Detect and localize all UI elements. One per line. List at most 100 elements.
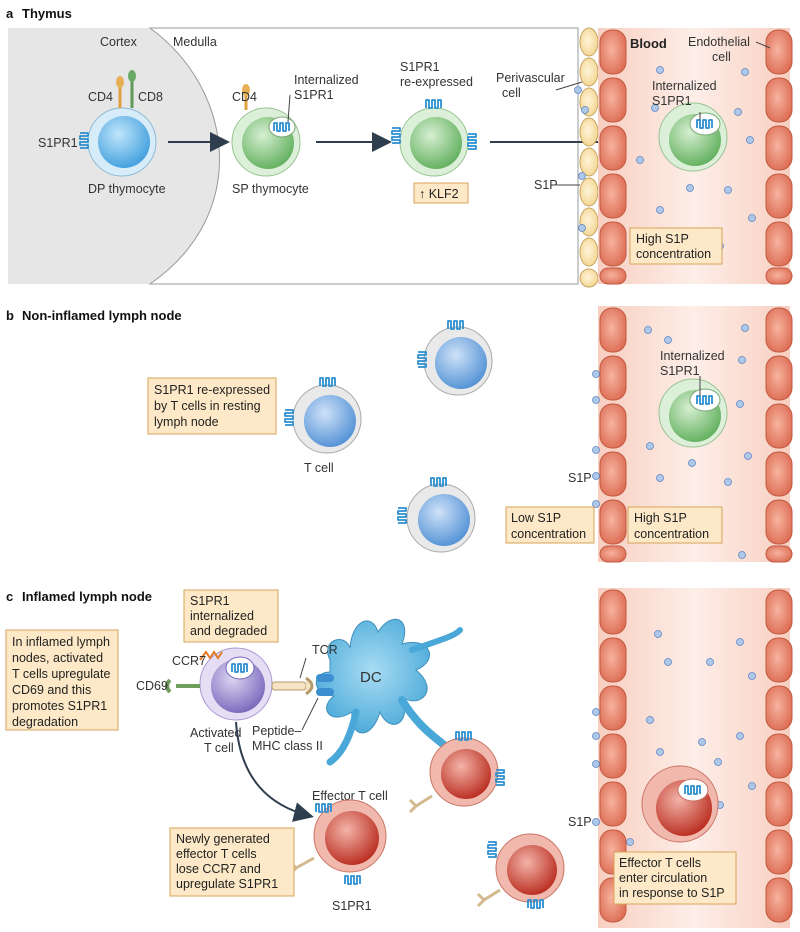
arrow-activated-to-effector — [235, 721, 314, 822]
endothelial-wall-right-a — [765, 29, 793, 285]
s1pr1-label: S1PR1 — [38, 136, 78, 150]
cd69-label: CD69 — [136, 679, 168, 693]
panel-b: b Non-inflamed lymph node S1PR1 re-expre… — [6, 306, 793, 563]
internalized-blood-line2: S1PR1 — [652, 94, 692, 108]
effector-enter-line1: Effector T cells — [619, 856, 701, 870]
b-reexpressed-box — [147, 377, 277, 435]
b-box-line1: S1PR1 re-expressed — [154, 383, 270, 397]
panel-b-title: Non-inflamed lymph node — [22, 308, 182, 323]
newly-line2: effector T cells — [176, 847, 257, 861]
c-left-line5: promotes S1PR1 — [12, 699, 107, 713]
high-s1p-a-line2: concentration — [636, 247, 711, 261]
reexpressed-label-line1: S1PR1 — [400, 60, 440, 74]
blood-vessel-b — [592, 306, 793, 563]
endothelial-wall-right-c — [765, 589, 793, 923]
cortex-label: Cortex — [100, 35, 138, 49]
high-s1p-a-line1: High S1P — [636, 232, 689, 246]
reexpressed-thymocyte — [391, 99, 477, 177]
cd4-sp-label: CD4 — [232, 90, 257, 104]
internalized-b-line1: Internalized — [660, 349, 725, 363]
low-s1p-box — [505, 506, 595, 544]
c-degraded-line2: internalized — [190, 609, 254, 623]
activated-label-line2: T cell — [204, 741, 234, 755]
s1p-label-a: S1P — [534, 178, 558, 192]
newly-line1: Newly generated — [176, 832, 270, 846]
perivascular-label-line1: Perivascular — [496, 71, 565, 85]
perivascular-cells — [579, 27, 599, 288]
internalized-cell-in-blood-a — [658, 102, 728, 172]
c-left-line2: nodes, activated — [12, 651, 103, 665]
c-degraded-box — [183, 589, 279, 643]
sp-thymocyte — [231, 84, 301, 177]
low-s1p-line1: Low S1P — [511, 511, 561, 525]
tcr-label: TCR — [312, 643, 338, 657]
c-left-line1: In inflamed lymph — [12, 635, 110, 649]
endothelial-wall-right-b — [765, 307, 793, 563]
internalized-b-line2: S1PR1 — [660, 364, 700, 378]
s1p-dots-a — [574, 66, 756, 250]
newly-line3: lose CCR7 and — [176, 862, 261, 876]
activated-label-line1: Activated — [190, 726, 241, 740]
t-cell-3 — [397, 477, 476, 553]
reexpressed-label-line2: re-expressed — [400, 75, 473, 89]
internalized-cell-in-blood-b — [658, 378, 728, 448]
high-s1p-box-b — [627, 506, 723, 544]
peptide-label-line2: MHC class II — [252, 739, 323, 753]
newly-generated-box — [169, 827, 295, 897]
t-cell-2 — [417, 320, 493, 396]
dc-label: DC — [360, 669, 382, 686]
endothelial-wall-left-b — [599, 307, 627, 563]
s1pr1-c-label: S1PR1 — [332, 899, 372, 913]
t-cell-1 — [284, 377, 362, 454]
s1p-label-c: S1P — [568, 815, 592, 829]
high-s1p-box-a — [629, 227, 723, 265]
activated-t-cell — [165, 647, 334, 721]
medulla-label: Medulla — [173, 35, 217, 49]
panel-a: a Thymus Cortex Medulla CD4 CD8 S1PR1 DP… — [6, 6, 793, 288]
newly-line4: upregulate S1PR1 — [176, 877, 278, 891]
panel-c-title: Inflamed lymph node — [22, 589, 152, 604]
thymus-medulla-region — [148, 27, 579, 285]
b-box-line2: by T cells in resting — [154, 399, 261, 413]
cd8-label: CD8 — [138, 90, 163, 104]
t-cell-label: T cell — [304, 461, 334, 475]
internalized-label-line1: Internalized — [294, 73, 359, 87]
low-s1p-line2: concentration — [511, 527, 586, 541]
effector-enter-line3: in response to S1P — [619, 886, 725, 900]
endothelial-label-line2: cell — [712, 50, 731, 64]
effector-enter-line2: enter circulation — [619, 871, 707, 885]
endothelial-wall-left-c — [599, 589, 627, 923]
panel-c: c Inflamed lymph node S1PR1 internalized… — [5, 588, 793, 928]
blood-label: Blood — [630, 36, 667, 51]
effector-enter-box — [613, 851, 737, 905]
effector-cell-in-blood — [641, 765, 719, 843]
dp-thymocyte-label: DP thymocyte — [88, 182, 166, 196]
s1p-dots-b — [592, 324, 752, 559]
c-left-line4: CD69 and this — [12, 683, 91, 697]
panel-c-letter: c — [6, 589, 13, 604]
c-degraded-line1: S1PR1 — [190, 594, 230, 608]
ccr7-label: CCR7 — [172, 654, 206, 668]
dendritic-cell — [315, 618, 463, 766]
internalized-blood-line1: Internalized — [652, 79, 717, 93]
c-degraded-line3: and degraded — [190, 624, 267, 638]
endothelial-wall-left-a — [599, 29, 627, 285]
cd4-label: CD4 — [88, 90, 113, 104]
klf2-box — [413, 182, 469, 204]
peptide-label-line1: Peptide– — [252, 724, 301, 738]
high-s1p-b-line1: High S1P — [634, 511, 687, 525]
c-left-line3: T cells upregulate — [12, 667, 110, 681]
panel-a-letter: a — [6, 6, 14, 21]
effector-t-cell-3 — [476, 833, 565, 909]
s1p-dots-c — [592, 630, 756, 846]
perivascular-label-line2: cell — [502, 86, 521, 100]
effector-t-cell-1 — [288, 799, 387, 885]
internalized-label-line2: S1PR1 — [294, 88, 334, 102]
klf2-label: ↑ KLF2 — [419, 187, 459, 201]
s1p-label-b: S1P — [568, 471, 592, 485]
effector-t-cell-label: Effector T cell — [312, 789, 388, 803]
high-s1p-b-line2: concentration — [634, 527, 709, 541]
dp-thymocyte — [79, 70, 157, 177]
panel-a-title: Thymus — [22, 6, 72, 21]
